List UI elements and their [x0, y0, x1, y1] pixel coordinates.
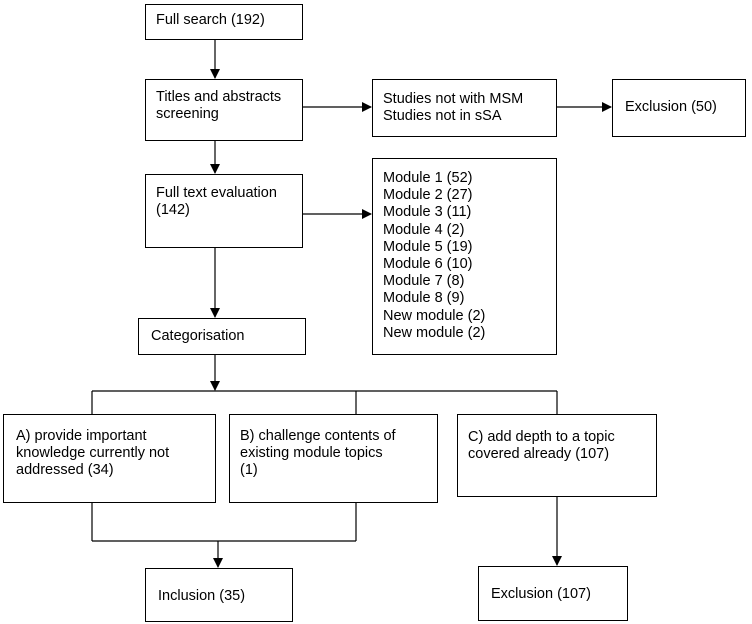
exclusion-107-text: Exclusion (107)	[491, 586, 591, 602]
categorisation-text: Categorisation	[151, 328, 245, 344]
full-text-line-2: (142)	[156, 202, 190, 218]
module-item: Module 1 (52)	[383, 170, 473, 186]
category-b-line-1: B) challenge contents of	[240, 428, 396, 444]
screening-box: Titles and abstracts screening	[145, 79, 303, 141]
module-item: Module 2 (27)	[383, 187, 473, 204]
screening-line-2: screening	[156, 106, 219, 122]
inclusion-box: Inclusion (35)	[145, 568, 293, 622]
module-item: Module 3 (11)	[383, 204, 472, 221]
exclusion-50-box: Exclusion (50)	[612, 79, 746, 137]
full-search-text: Full search (192)	[156, 12, 265, 28]
category-c-box: C) add depth to a topic covered already …	[457, 414, 657, 497]
module-item: New module (2)	[383, 307, 486, 324]
module-item: Module 5 (19)	[383, 238, 473, 255]
inclusion-text: Inclusion (35)	[158, 588, 246, 604]
category-a-line-2: knowledge currently not	[16, 445, 170, 461]
not-msm-box: Studies not with MSM Studies not in sSA	[372, 79, 557, 137]
module-item: Module 8 (9)	[383, 290, 465, 307]
not-msm-line-1: Studies not with MSM	[383, 91, 524, 107]
category-a-line-3: addressed (34)	[16, 462, 114, 478]
module-item: Module 7 (8)	[383, 273, 465, 290]
module-item: Module 6 (10)	[383, 256, 473, 273]
exclusion-50-text: Exclusion (50)	[625, 99, 717, 115]
exclusion-107-box: Exclusion (107)	[478, 566, 628, 621]
module-item: New module (2)	[383, 324, 486, 341]
category-b-box: B) challenge contents of existing module…	[229, 414, 438, 503]
not-msm-line-2: Studies not in sSA	[383, 108, 502, 124]
category-a-box: A) provide important knowledge currently…	[3, 414, 216, 503]
category-b-line-2: existing module topics	[240, 445, 383, 461]
full-text-line-1: Full text evaluation	[156, 185, 277, 201]
category-c-line-2: covered already (107)	[468, 446, 610, 462]
category-c-line-1: C) add depth to a topic	[468, 429, 615, 445]
categorisation-box: Categorisation	[138, 318, 306, 355]
module-item: Module 4 (2)	[383, 221, 465, 238]
screening-line-1: Titles and abstracts	[156, 89, 282, 105]
category-a-line-1: A) provide important	[16, 428, 147, 444]
modules-box: Module 1 (52) Module 2 (27) Module 3 (11…	[372, 158, 557, 355]
full-search-box: Full search (192)	[145, 4, 303, 40]
category-b-line-3: (1)	[240, 462, 258, 478]
full-text-box: Full text evaluation (142)	[145, 174, 303, 248]
